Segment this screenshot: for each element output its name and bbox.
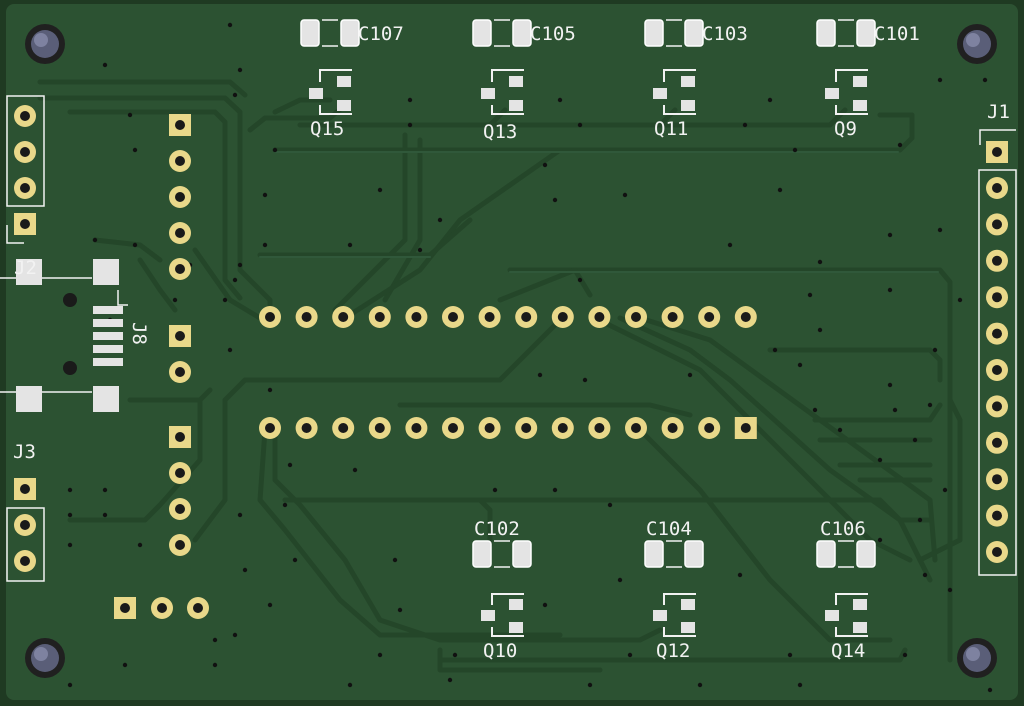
- left-header-5: [169, 114, 191, 280]
- j1-pin: [986, 249, 1008, 272]
- j1-pin: [986, 213, 1008, 236]
- j2-header: [6, 95, 45, 244]
- dip-pin: [698, 306, 721, 328]
- dip-pin: [734, 306, 757, 328]
- label-q9: Q9: [834, 118, 857, 140]
- dip-pin: [478, 306, 501, 328]
- dip-pin: [661, 417, 684, 439]
- j1-pin: [986, 431, 1008, 454]
- vias: [67, 22, 993, 693]
- dip-pin: [625, 306, 647, 328]
- dip-pin: [368, 417, 391, 439]
- label-q10: Q10: [483, 640, 517, 662]
- dip-pin: [698, 417, 721, 439]
- left-header-2: [169, 325, 191, 383]
- dip-pin: [625, 417, 647, 439]
- j1-header: [978, 129, 1017, 576]
- j1-pins: [986, 177, 1008, 563]
- label-j8: J8: [128, 322, 150, 345]
- label-j2: J2: [14, 257, 37, 279]
- transistors-bottom: [481, 593, 868, 637]
- dip-pin: [259, 417, 281, 439]
- j1-pin: [986, 504, 1008, 527]
- label-j3: J3: [13, 441, 36, 463]
- dip-pin: [405, 306, 428, 328]
- dip-row-bottom: [259, 417, 757, 439]
- j1-pin: [986, 286, 1008, 309]
- label-c102: C102: [474, 518, 520, 540]
- j1-pin: [986, 322, 1008, 345]
- j1-pin: [986, 359, 1008, 381]
- bottom-header-3: [114, 597, 209, 619]
- dip-pin: [478, 417, 501, 439]
- dip-pin: [515, 306, 538, 328]
- dip-pin: [661, 306, 684, 328]
- label-c101: C101: [874, 23, 920, 45]
- label-j1: J1: [987, 101, 1010, 123]
- j1-pin: [986, 395, 1008, 418]
- dip-pin: [588, 417, 611, 439]
- capacitors-bottom: [472, 540, 876, 568]
- label-c106: C106: [820, 518, 866, 540]
- label-q14: Q14: [831, 640, 865, 662]
- dip-pin: [295, 306, 318, 328]
- dip-pin: [442, 417, 464, 439]
- dip-pin: [551, 306, 574, 328]
- soldermask: [6, 4, 1018, 700]
- dip-pin: [332, 417, 355, 439]
- dip-pin: [405, 417, 428, 439]
- dip-pin-1: [734, 417, 757, 439]
- dip-pin: [442, 306, 464, 328]
- j8-connector: [0, 259, 128, 412]
- label-c103: C103: [702, 23, 748, 45]
- dip-pin: [515, 417, 538, 439]
- dip-row-top: [259, 306, 757, 328]
- j1-pin: [986, 177, 1008, 199]
- label-q12: Q12: [656, 640, 690, 662]
- capacitors-top: [300, 19, 876, 47]
- j1-pin: [986, 541, 1008, 563]
- dip-pin: [295, 417, 318, 439]
- label-c107: C107: [358, 23, 404, 45]
- transistors-top: [309, 69, 868, 115]
- capacitor-outlines: [322, 19, 854, 568]
- label-q13: Q13: [483, 121, 517, 143]
- label-q11: Q11: [654, 118, 688, 140]
- label-q15: Q15: [310, 118, 344, 140]
- label-c105: C105: [530, 23, 576, 45]
- dip-pin: [551, 417, 574, 439]
- dip-pin: [259, 306, 281, 328]
- j3-header: [6, 478, 45, 582]
- dip-pin: [368, 306, 391, 328]
- left-header-4: [169, 426, 191, 556]
- mounting-holes: [25, 24, 997, 678]
- dip-pin: [588, 306, 611, 328]
- j1-pin: [986, 468, 1008, 491]
- label-c104: C104: [646, 518, 692, 540]
- dip-pin: [332, 306, 355, 328]
